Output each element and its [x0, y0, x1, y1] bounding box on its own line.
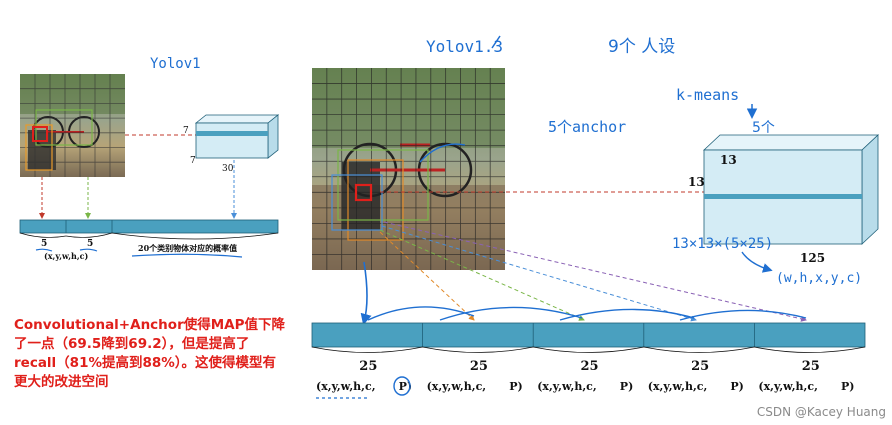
v2-title: Yolov1.3 [426, 37, 503, 56]
analysis-note: Convolutional+Anchor使得MAP值下降了一点（69.5降到69… [14, 317, 286, 390]
kmeans-five: 5个 [752, 120, 775, 136]
v1-seg-label-1: 5 [41, 239, 47, 249]
v1-cube-dim-top: 7 [183, 126, 189, 136]
v2-input-image [312, 68, 505, 270]
v1-class-label: 20个类别物体对应的概率值 [138, 243, 237, 253]
v2-seg-tuple: (x,y,w,h,c, [648, 380, 708, 393]
v2-seg-num: 25 [691, 359, 709, 374]
v1-title: Yolov1 [150, 56, 201, 72]
tuple-note: (w,h,x,y,c) [776, 271, 862, 286]
v2-seg-tuple: (x,y,w,h,c, [316, 380, 376, 393]
v2-seg-tuple: (x,y,w,h,c, [758, 380, 818, 393]
v2-seg-tuple: (x,y,w,h,c, [537, 380, 597, 393]
kmeans-note: k-means [676, 86, 739, 104]
v1-cube-dim-side: 7 [190, 156, 196, 166]
v2-cube-dim-depth: 125 [800, 251, 825, 265]
v1-input-image [20, 74, 125, 177]
p-circle [393, 376, 411, 396]
v1-output-vector [19, 219, 279, 240]
watermark: CSDN @Kacey Huang [756, 405, 886, 419]
v1-tuple-label: (x,y,w,h,c) [44, 251, 89, 261]
v2-output-vector [311, 322, 866, 353]
v2-seg-p: P) [509, 380, 522, 393]
five-anchor-note: 5个anchor [548, 118, 626, 136]
v2-cube-dim-side: 13 [688, 175, 705, 189]
v2-seg-p: P) [620, 380, 633, 393]
v1-output-cube [194, 114, 280, 159]
v2-seg-num: 25 [470, 359, 488, 374]
v2-seg-p: P) [841, 380, 854, 393]
v2-seg-num: 25 [581, 359, 599, 374]
v2-seg-p: P) [730, 380, 743, 393]
v1-seg-label-2: 5 [87, 239, 93, 249]
v2-formula: 13×13×(5×25) [672, 236, 773, 252]
v2-output-cube [702, 134, 880, 245]
v2-seg-tuple: (x,y,w,h,c, [427, 380, 487, 393]
v2-seg-num: 25 [359, 359, 377, 374]
nine-anchor-note: 9个 人设 [608, 37, 675, 57]
v2-seg-num: 25 [802, 359, 820, 374]
v1-cube-dim-depth: 30 [222, 164, 234, 174]
v2-cube-dim-top: 13 [720, 153, 737, 167]
